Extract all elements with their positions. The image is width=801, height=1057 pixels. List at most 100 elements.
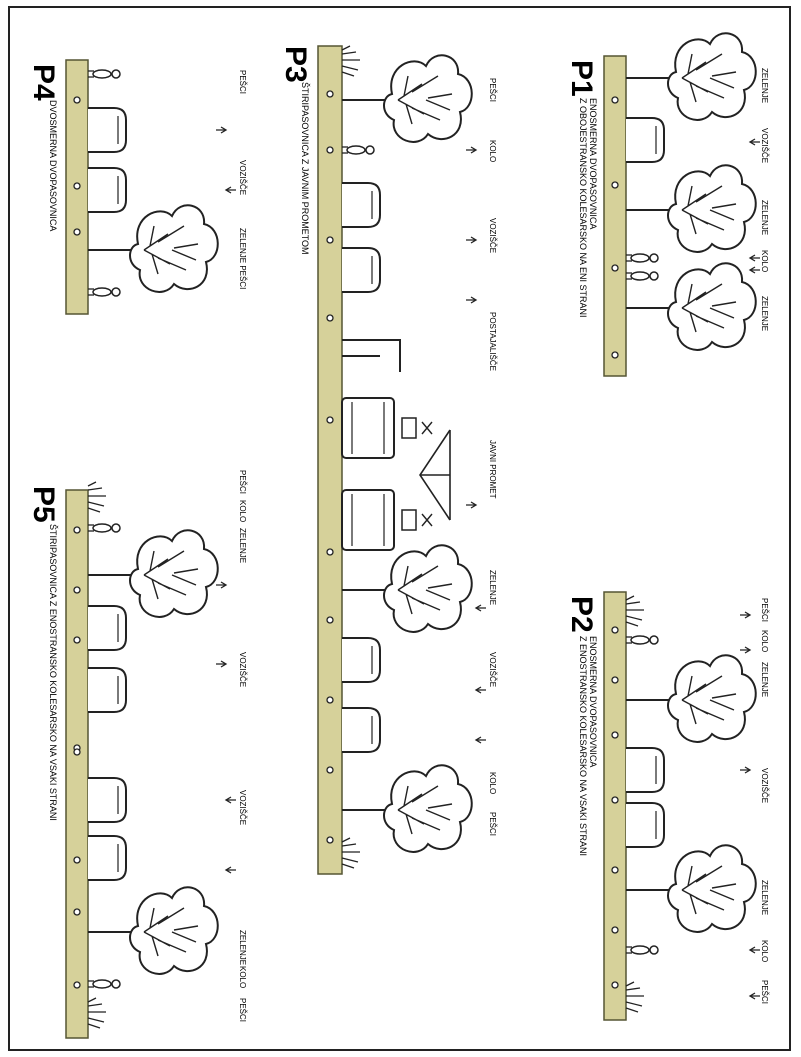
direction-arrow-icon xyxy=(215,581,227,589)
section-code: P5 xyxy=(27,486,60,523)
tree-icon xyxy=(87,886,219,975)
lane-label: PEŠCI xyxy=(760,980,769,1004)
direction-arrow-icon xyxy=(225,796,237,804)
grass-icon xyxy=(625,981,645,1013)
curb-marks xyxy=(73,526,81,989)
lane-label: PEŠCI xyxy=(760,598,769,622)
section-code: P3 xyxy=(279,46,312,83)
car-icon xyxy=(341,247,381,293)
lane-labels: PEŠCI VOZIŠČE ZELENJE PEŠCI xyxy=(238,70,247,289)
bus-icon xyxy=(341,397,433,459)
direction-arrow-icon xyxy=(215,126,227,134)
car-icon xyxy=(625,747,665,793)
ground-strip xyxy=(65,489,89,1039)
tree-icon xyxy=(625,844,757,933)
lane-label: KOLO xyxy=(238,966,247,988)
lane-label: ZELENJE xyxy=(238,528,247,563)
direction-arrow-icon xyxy=(749,992,761,1000)
car-icon xyxy=(87,107,127,153)
curb-marks xyxy=(73,96,81,236)
lane-label: ZELENJE xyxy=(238,930,247,965)
section-P5: P5 ŠTIRIPASOVNICA Z ENOSTRANSKO KOLESARS… xyxy=(27,470,247,1039)
tree-icon xyxy=(625,32,757,121)
section-title: ŠTIRIPASOVNICA Z ENOSTRANSKO KOLESARSKO … xyxy=(48,524,58,821)
lane-label: ZELENJE xyxy=(760,662,769,697)
section-P4: P4 DVOSMERNA DVOPASOVNICA PEŠCI VOZIŠČE … xyxy=(27,59,247,315)
lane-labels: PEŠCI KOLO ZELENJE VOZIŠČE VOZIŠČE ZELEN… xyxy=(238,470,247,1022)
lane-label: ZELENJE xyxy=(760,880,769,915)
section-title: ENOSMERNA DVOPASOVNICA xyxy=(588,98,598,229)
car-icon xyxy=(341,637,381,683)
lane-label: KOLO xyxy=(488,140,497,162)
overhead-line-icon xyxy=(419,429,451,521)
grass-icon xyxy=(87,481,107,513)
lane-label: VOZIŠČE xyxy=(488,218,497,253)
tree-icon xyxy=(87,204,219,293)
section-title: ŠTIRIPASOVNICA Z JAVNIM PROMETOM xyxy=(300,82,310,255)
cyclist-icon xyxy=(87,979,121,989)
tree-icon xyxy=(87,529,219,618)
bus-icon xyxy=(341,489,433,551)
cyclist-icon xyxy=(625,253,659,263)
section-code: P1 xyxy=(565,60,598,97)
direction-arrow-icon xyxy=(749,946,761,954)
lane-labels: PEŠCI KOLO ZELENJE VOZIŠČE ZELENJE KOLO … xyxy=(760,598,769,1004)
curb-marks xyxy=(326,90,334,844)
pedestrian-icon xyxy=(87,69,121,79)
lane-label: POSTAJALIŠČE xyxy=(488,312,497,371)
section-title: ENOSMERNA DVOPASOVNICA xyxy=(588,636,598,767)
lane-label: ZELENJE xyxy=(760,200,769,235)
lane-label: VOZIŠČE xyxy=(238,652,247,687)
direction-arrow-icon xyxy=(465,296,477,304)
direction-arrow-icon xyxy=(465,236,477,244)
grass-icon xyxy=(341,45,361,77)
lane-label: KOLO xyxy=(760,630,769,652)
lane-label: PEŠCI xyxy=(238,998,247,1022)
tree-icon xyxy=(341,54,473,143)
section-title: DVOSMERNA DVOPASOVNICA xyxy=(48,100,58,231)
car-icon xyxy=(625,802,665,848)
lane-label: VOZIŠČE xyxy=(488,652,497,687)
car-icon xyxy=(341,707,381,753)
tree-icon xyxy=(341,544,473,633)
lane-label: VOZIŠČE xyxy=(238,790,247,825)
lane-labels: PEŠCI KOLO VOZIŠČE POSTAJALIŠČE JAVNI PR… xyxy=(488,78,497,836)
direction-arrow-icon xyxy=(475,686,487,694)
direction-arrow-icon xyxy=(475,736,487,744)
lane-label: PEŠCI xyxy=(238,470,247,494)
lane-label: ZELENJE PEŠCI xyxy=(238,228,247,289)
ground-strip xyxy=(603,55,627,377)
lane-label: KOLO xyxy=(760,250,769,272)
lane-label: PEŠCI xyxy=(238,70,247,94)
curb-marks xyxy=(611,96,619,359)
section-code: P4 xyxy=(27,64,60,101)
direction-arrow-icon xyxy=(739,766,751,774)
section-P3: P3 ŠTIRIPASOVNICA Z JAVNIM PROMETOM PEŠC… xyxy=(279,45,497,875)
direction-arrow-icon xyxy=(465,501,477,509)
lane-label: JAVNI PROMET xyxy=(488,440,497,499)
lane-label: PEŠCI xyxy=(488,78,497,102)
section-P1: P1 ENOSMERNA DVOPASOVNICA Z OBOJESTRANSK… xyxy=(565,32,769,377)
lane-label: PEŠCI xyxy=(488,812,497,836)
direction-arrow-icon xyxy=(749,138,761,146)
grass-icon xyxy=(625,595,645,627)
direction-arrow-icon xyxy=(465,146,477,154)
car-icon xyxy=(87,835,127,881)
grass-icon xyxy=(87,997,107,1029)
direction-arrow-icon xyxy=(475,604,487,612)
direction-arrow-icon xyxy=(739,646,751,654)
direction-arrow-icon xyxy=(749,254,761,262)
direction-arrow-icon xyxy=(749,266,761,274)
tree-icon xyxy=(625,654,757,743)
curb-marks xyxy=(611,626,619,989)
bus-stop-shelter-icon xyxy=(342,339,401,372)
section-subtitle: Z ENOSTRANSKO KOLESARSKO NA VSAKI STRANI xyxy=(578,636,588,856)
lane-label: VOZIŠČE xyxy=(760,128,769,163)
pedestrian-icon xyxy=(625,635,659,645)
cyclist-icon xyxy=(625,945,659,955)
cyclist-icon xyxy=(341,145,375,155)
cyclist-icon xyxy=(625,271,659,281)
car-icon xyxy=(87,605,127,651)
car-icon xyxy=(625,117,665,163)
